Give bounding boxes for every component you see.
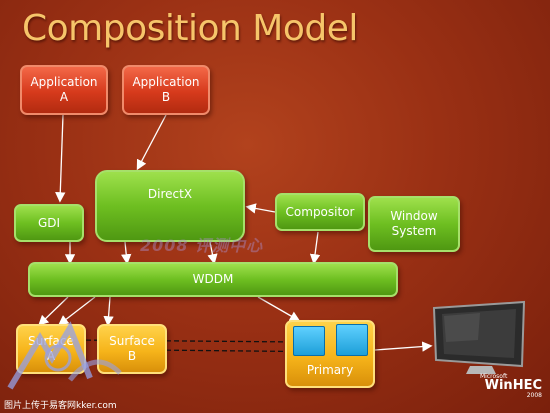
surface-b-label-line2: B xyxy=(127,349,137,363)
logo-icon xyxy=(7,321,122,390)
arrow-surfacea-primary xyxy=(69,336,303,348)
primary-label: Primary xyxy=(306,363,354,377)
winhec-brand: Microsoft WinHEC 2008 xyxy=(478,373,542,399)
application-a-label-line1: Application xyxy=(30,75,98,89)
monitor-icon xyxy=(432,300,526,374)
slide-title: Composition Model xyxy=(22,8,358,49)
arrow-wddm-surfacea-1 xyxy=(38,296,69,326)
footer-caption: 图片上传于易客网kker.com xyxy=(4,401,117,411)
wddm-label: WDDM xyxy=(192,272,234,286)
arrow-wddm-surfaceb xyxy=(103,296,114,327)
brand-name: WinHEC xyxy=(484,378,542,393)
directx-box: DirectX xyxy=(95,170,245,242)
watermark-text: 2008 评测中心 xyxy=(140,236,264,255)
application-b-box: Application B xyxy=(122,65,210,115)
window-system-label-line1: Window xyxy=(390,209,438,223)
arrow-compositor-directx xyxy=(245,203,276,214)
window-system-box: Window System xyxy=(368,196,460,252)
application-a-label-line2: A xyxy=(59,90,69,104)
primary-surface-a-tile xyxy=(293,326,325,356)
gdi-label: GDI xyxy=(37,215,61,230)
gdi-box: GDI xyxy=(14,204,84,242)
application-b-label-line1: Application xyxy=(132,75,200,89)
arrow-appa-gdi xyxy=(55,114,66,203)
arrow-appb-directx xyxy=(136,114,167,171)
surface-b-label-line1: Surface xyxy=(109,334,155,348)
arrow-wddm-surfacea-2 xyxy=(57,296,96,326)
window-system-label-line2: System xyxy=(391,224,437,238)
compositor-box: Compositor xyxy=(275,193,365,231)
arrow-compositor-wddm xyxy=(309,231,321,265)
brand-year: 2008 xyxy=(526,392,542,399)
wddm-box: WDDM xyxy=(28,262,398,297)
directx-label: DirectX xyxy=(147,186,193,201)
application-b-label-line2: B xyxy=(161,90,171,104)
brand-microsoft: Microsoft xyxy=(480,373,508,380)
arrow-directx-wddm-1 xyxy=(121,241,132,265)
primary-surface-b-tile xyxy=(336,324,368,356)
arrow-primary-monitor xyxy=(374,341,433,352)
application-a-box: Application A xyxy=(20,65,108,115)
arrow-wddm-primary xyxy=(257,296,301,322)
arrow-directx-wddm-2 xyxy=(207,241,218,265)
compositor-label: Compositor xyxy=(285,204,355,219)
